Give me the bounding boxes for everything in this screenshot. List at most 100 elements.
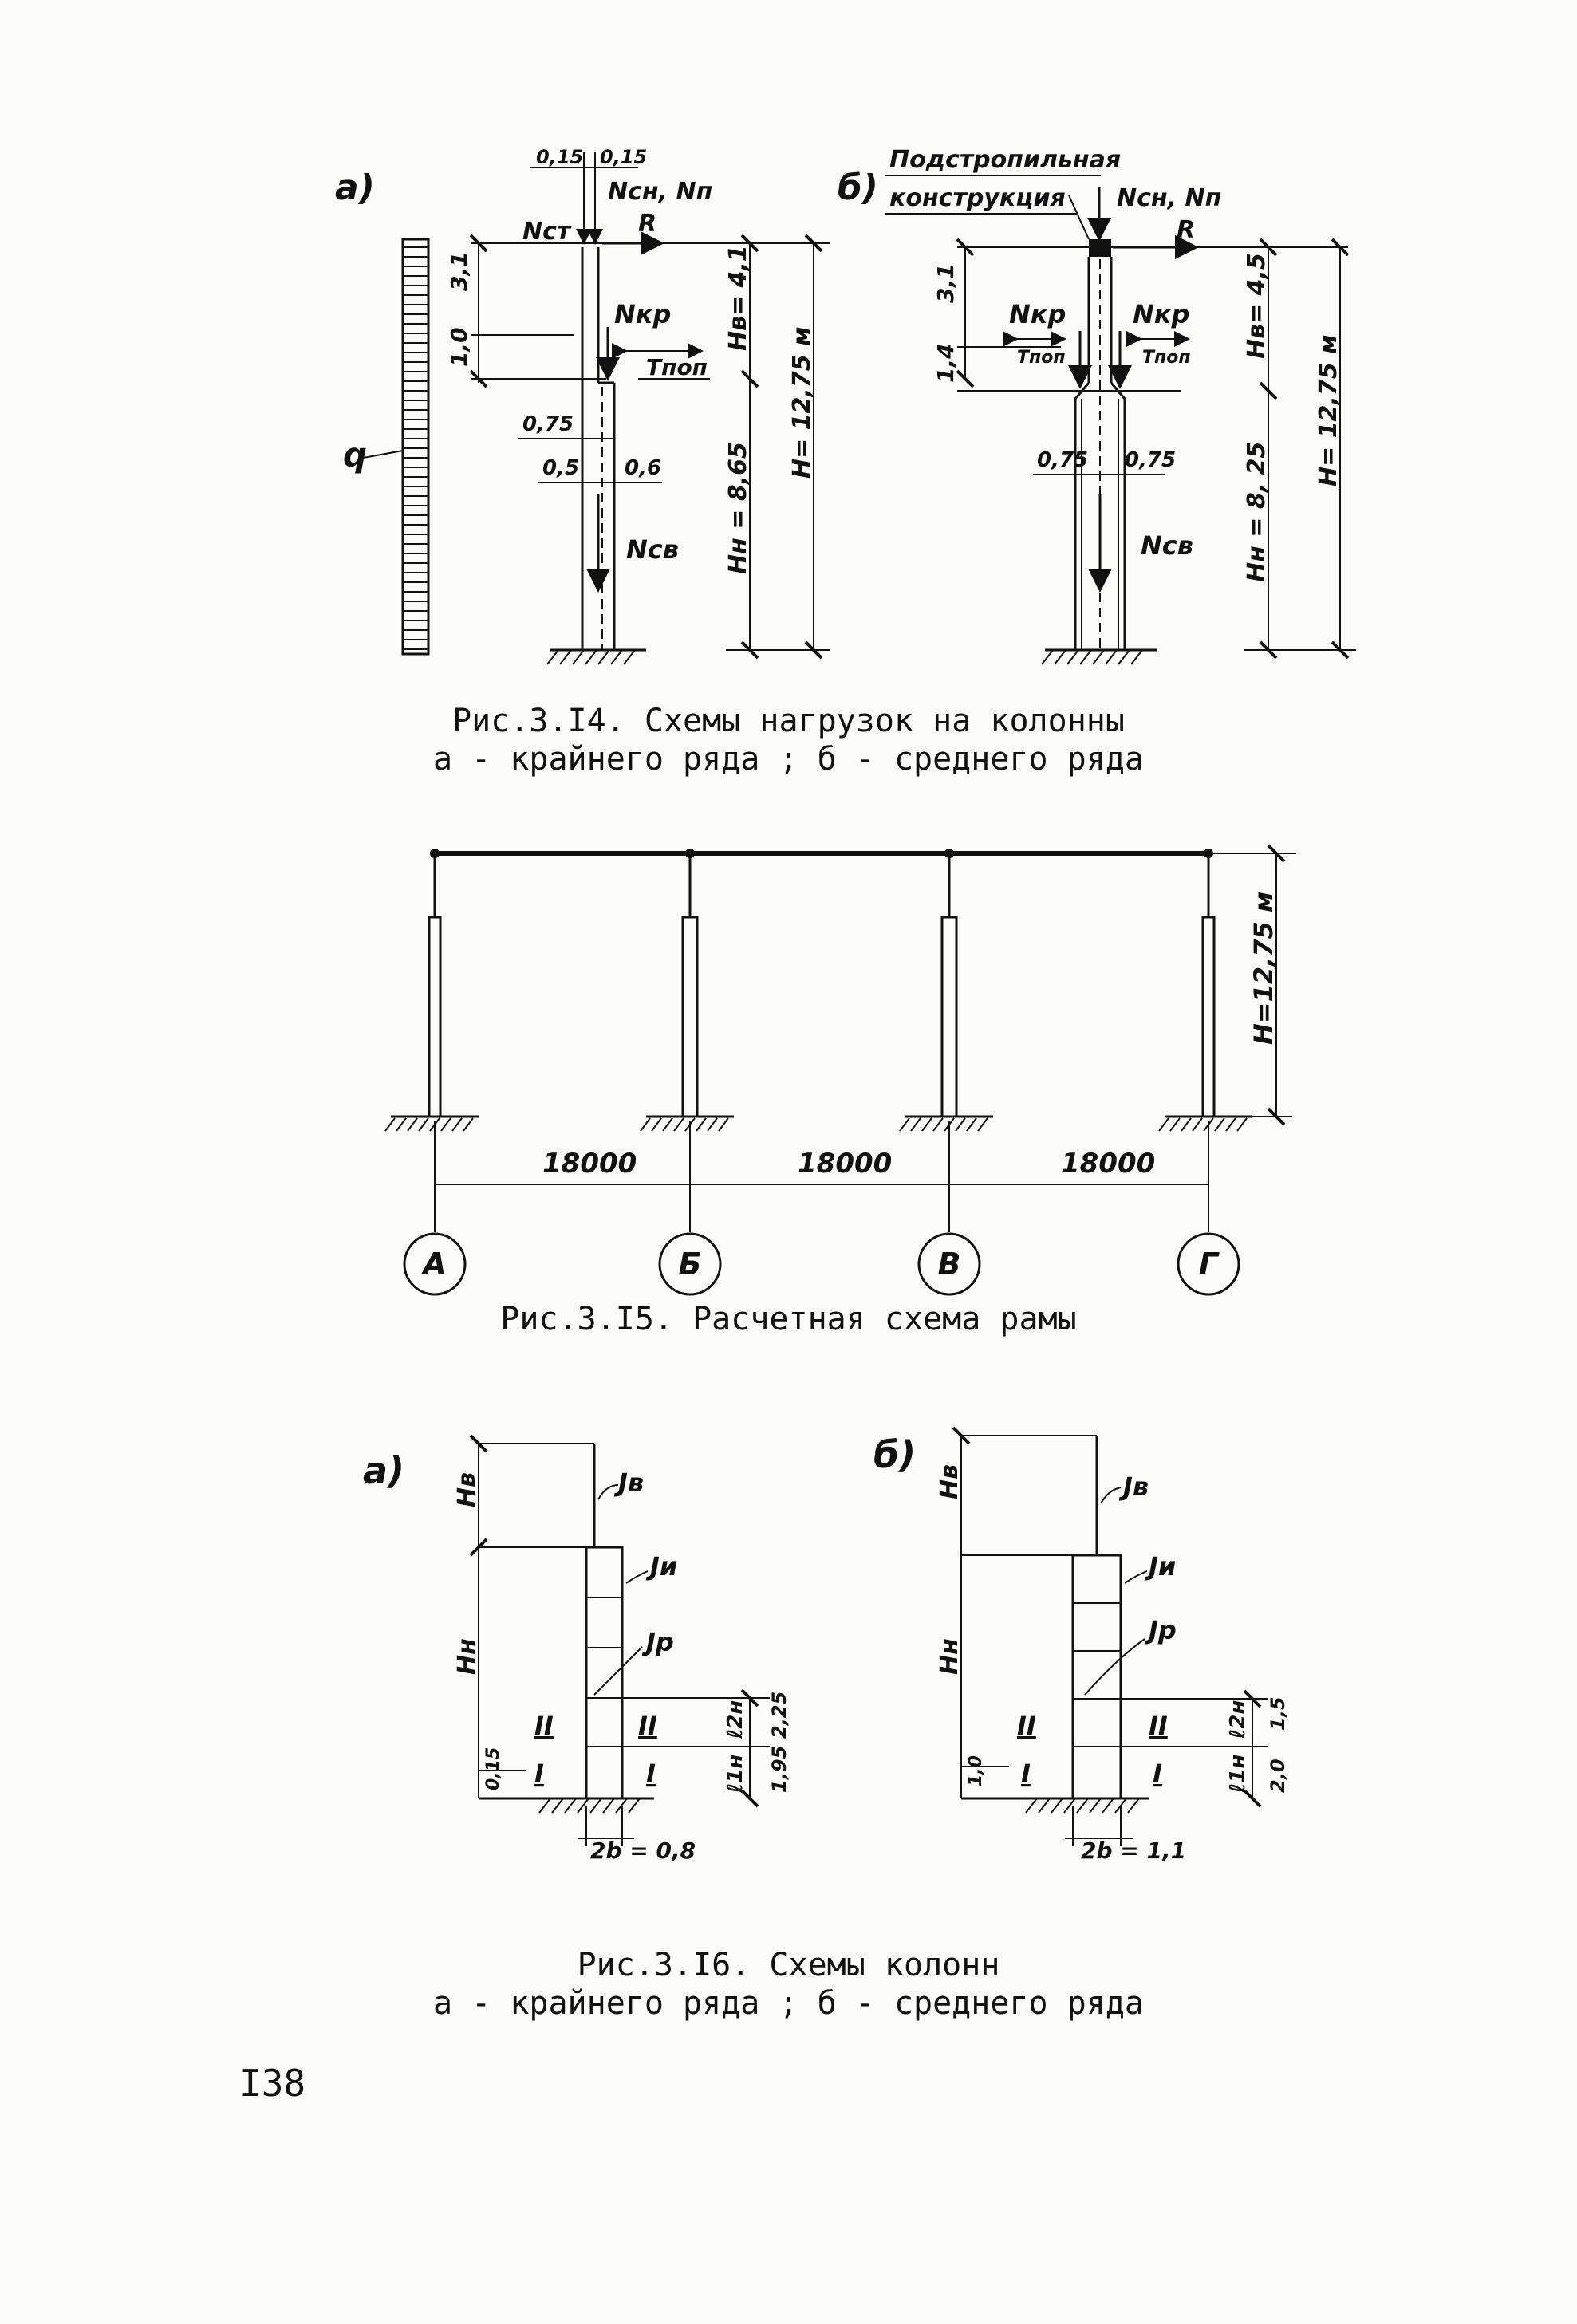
figure-3-16: а) Hв Hн Jв Jи Jр II II I I ℓ2н ℓ1н 2,25… <box>0 1412 1577 1906</box>
axis-marker-circle <box>917 1232 981 1296</box>
axis-marker-label: Б <box>679 1247 702 1282</box>
axis-marker-label: В <box>938 1247 961 1282</box>
fig14-b-r-label: R <box>1177 216 1195 244</box>
fig16-a-jv: Jв <box>613 1467 644 1498</box>
figure-3-14: а) q 0,15 0,15 Nсн, Nп Nст R <box>0 120 1577 694</box>
figure-3-14-caption-line-2: а - крайнего ряда ; б - среднего ряда <box>432 741 1145 778</box>
figure-3-16-caption: Рис.3.I6. Схемы колонн а - крайнего ряда… <box>0 1946 1577 2023</box>
wind-load-q-label: q <box>343 435 367 475</box>
fig14-b-n-kr-left: Nкр <box>1009 299 1066 329</box>
fig16-b-jv: Jв <box>1118 1471 1149 1502</box>
fig14-a-n-sv: Nсв <box>626 534 679 565</box>
span-label-3: 18000 <box>1061 1148 1155 1180</box>
axis-marker-label: А <box>420 1247 446 1282</box>
fig16-a-zone1-right: I <box>646 1759 656 1789</box>
fig14-a-n-top: Nсн, Nп <box>608 178 712 206</box>
fig14-b-hv: Hв= 4,5 <box>1243 253 1271 359</box>
fig14-a-r-label: R <box>638 210 656 238</box>
fig16-b-ju: Jи <box>1144 1551 1176 1582</box>
fig16-b-zone2-left: II <box>1017 1711 1036 1741</box>
fig14-panel-b: б) Подстропильная конструкция Nсн, Nп R <box>838 146 1356 665</box>
fig16-a-jr: Jр <box>641 1627 674 1657</box>
fig14-b-panel-label: б) <box>838 167 878 208</box>
frame-column-lower <box>940 916 958 1118</box>
fig14-b-dim-0-75-right: 0,75 <box>1125 448 1176 472</box>
figure-3-15-drawing: H=12,75 м 18000 18000 18000 А Б В Г <box>384 844 1296 1296</box>
figure-3-15: H=12,75 м 18000 18000 18000 А Б В Г <box>0 829 1577 1308</box>
frame-height-label: H=12,75 м <box>1248 892 1279 1045</box>
fig14-panel-a: а) q 0,15 0,15 Nсн, Nп Nст R <box>335 146 830 665</box>
fig14-b-truss-label-1: Подстропильная <box>889 146 1121 174</box>
fig16-b-l1: ℓ1н <box>1226 1755 1250 1794</box>
axis-marker-label: Г <box>1199 1247 1220 1282</box>
axis-marker-circle <box>658 1232 722 1296</box>
fig14-b-truss-label-2: конструкция <box>889 184 1066 212</box>
figure-3-15-caption-text: Рис.3.I5. Расчетная схема рамы <box>500 1301 1077 1337</box>
fig16-a-panel-label: а) <box>363 1449 404 1492</box>
fig14-b-dim-3-1: 3,1 <box>932 263 959 303</box>
fig14-b-hn: Hн = 8, 25 <box>1243 442 1271 582</box>
fig14-a-dim-1-0: 1,0 <box>446 327 472 367</box>
figure-3-14-caption-line-1: Рис.3.I4. Схемы нагрузок на колонны <box>452 703 1125 739</box>
fig14-a-t-pop: Tпоп <box>646 354 708 380</box>
fig14-b-dim-0-75-left: 0,75 <box>1037 448 1088 472</box>
figure-3-16-caption-line-2: а - крайнего ряда ; б - среднего ряда <box>432 1985 1145 2022</box>
span-label-1: 18000 <box>542 1148 637 1180</box>
fig14-a-hn: Hн = 8,65 <box>724 442 752 574</box>
fig14-a-offset-1: 0,15 <box>536 146 583 168</box>
fig16-b-zone1-left: I <box>1021 1759 1031 1789</box>
fig16-panel-b: б) Hв Hн Jв Jи Jр II II I I ℓ2н ℓ1н 1,5 … <box>873 1426 1289 1864</box>
fig16-b-dim-base: 1,0 <box>966 1755 986 1786</box>
figure-3-16-caption-line-1: Рис.3.I6. Схемы колонн <box>577 1947 1000 1983</box>
figure-3-14-caption: Рис.3.I4. Схемы нагрузок на колонны а - … <box>0 702 1577 778</box>
fig14-a-panel-label: а) <box>335 167 375 208</box>
fig16-a-dim-2-25: 2,25 <box>768 1692 790 1739</box>
fig16-a-hv: Hв <box>453 1472 481 1507</box>
frame-column-lower <box>1201 916 1216 1118</box>
fig16-a-ju: Jи <box>645 1551 677 1582</box>
fig16-panel-a: а) Hв Hн Jв Jи Jр II II I I ℓ2н ℓ1н 2,25… <box>363 1434 790 1864</box>
fig14-b-t-pop-right: Tпоп <box>1142 348 1191 368</box>
fig14-b-t-pop-left: Tпоп <box>1017 348 1066 368</box>
span-label-2: 18000 <box>798 1148 892 1180</box>
fig16-a-l1: ℓ1н <box>723 1755 747 1794</box>
fig14-a-n-kr: Nкр <box>614 299 671 329</box>
figure-3-15-caption: Рис.3.I5. Расчетная схема рамы <box>0 1300 1577 1338</box>
fig16-b-l2: ℓ2н <box>1226 1700 1250 1739</box>
fig16-a-width: 2b = 0,8 <box>590 1838 696 1864</box>
figure-3-16-drawing: а) Hв Hн Jв Jи Jр II II I I ℓ2н ℓ1н 2,25… <box>363 1426 1289 1864</box>
fig16-b-zone1-right: I <box>1153 1759 1162 1789</box>
q-leader-line <box>358 450 404 459</box>
fig16-b-lower-column <box>1071 1554 1122 1800</box>
fig14-a-h-total: H= 12,75 м <box>788 326 816 479</box>
edge-column <box>546 247 646 665</box>
fig14-b-dim-1-4: 1,4 <box>932 343 959 383</box>
fig14-b-n-sv: Nсв <box>1141 530 1193 561</box>
fig16-a-hn: Hн <box>453 1638 481 1675</box>
fig14-a-hv: Hв= 4,1 <box>724 245 752 351</box>
axis-marker-circle <box>403 1232 467 1296</box>
fig14-a-offset-2: 0,15 <box>600 146 647 168</box>
fig16-a-dim-1-95: 1,95 <box>768 1746 790 1793</box>
fig16-b-width: 2b = 1,1 <box>1081 1838 1186 1864</box>
fig14-a-n-st: Nст <box>522 218 572 246</box>
fig16-b-hn: Hн <box>936 1638 964 1675</box>
fig14-a-dim-0-5: 0,5 <box>542 456 579 480</box>
fig16-a-zone2-left: II <box>534 1711 554 1741</box>
fig14-a-dim-3-1: 3,1 <box>446 251 472 291</box>
fig14-b-h-total: H= 12,75 м <box>1315 334 1342 486</box>
fig16-b-dim-top: 1,5 <box>1267 1696 1289 1731</box>
fig16-b-dim-bottom: 2,0 <box>1267 1759 1289 1793</box>
fig16-a-dim-base: 0,15 <box>483 1747 503 1790</box>
fig14-b-n-top: Nсн, Nп <box>1117 184 1221 212</box>
fig16-b-jr: Jр <box>1144 1615 1177 1645</box>
fig16-a-zone2-right: II <box>638 1711 657 1741</box>
fig16-a-zone1-left: I <box>534 1759 544 1789</box>
fig14-a-dim-0-75: 0,75 <box>522 412 574 436</box>
page-number: I38 <box>239 2062 306 2105</box>
fig16-b-hv: Hв <box>936 1464 964 1499</box>
fig14-a-dim-0-6: 0,6 <box>625 456 661 480</box>
fig16-b-zone2-right: II <box>1149 1711 1168 1741</box>
axis-marker-circle <box>1177 1232 1240 1296</box>
wind-load-diagram <box>401 238 430 656</box>
